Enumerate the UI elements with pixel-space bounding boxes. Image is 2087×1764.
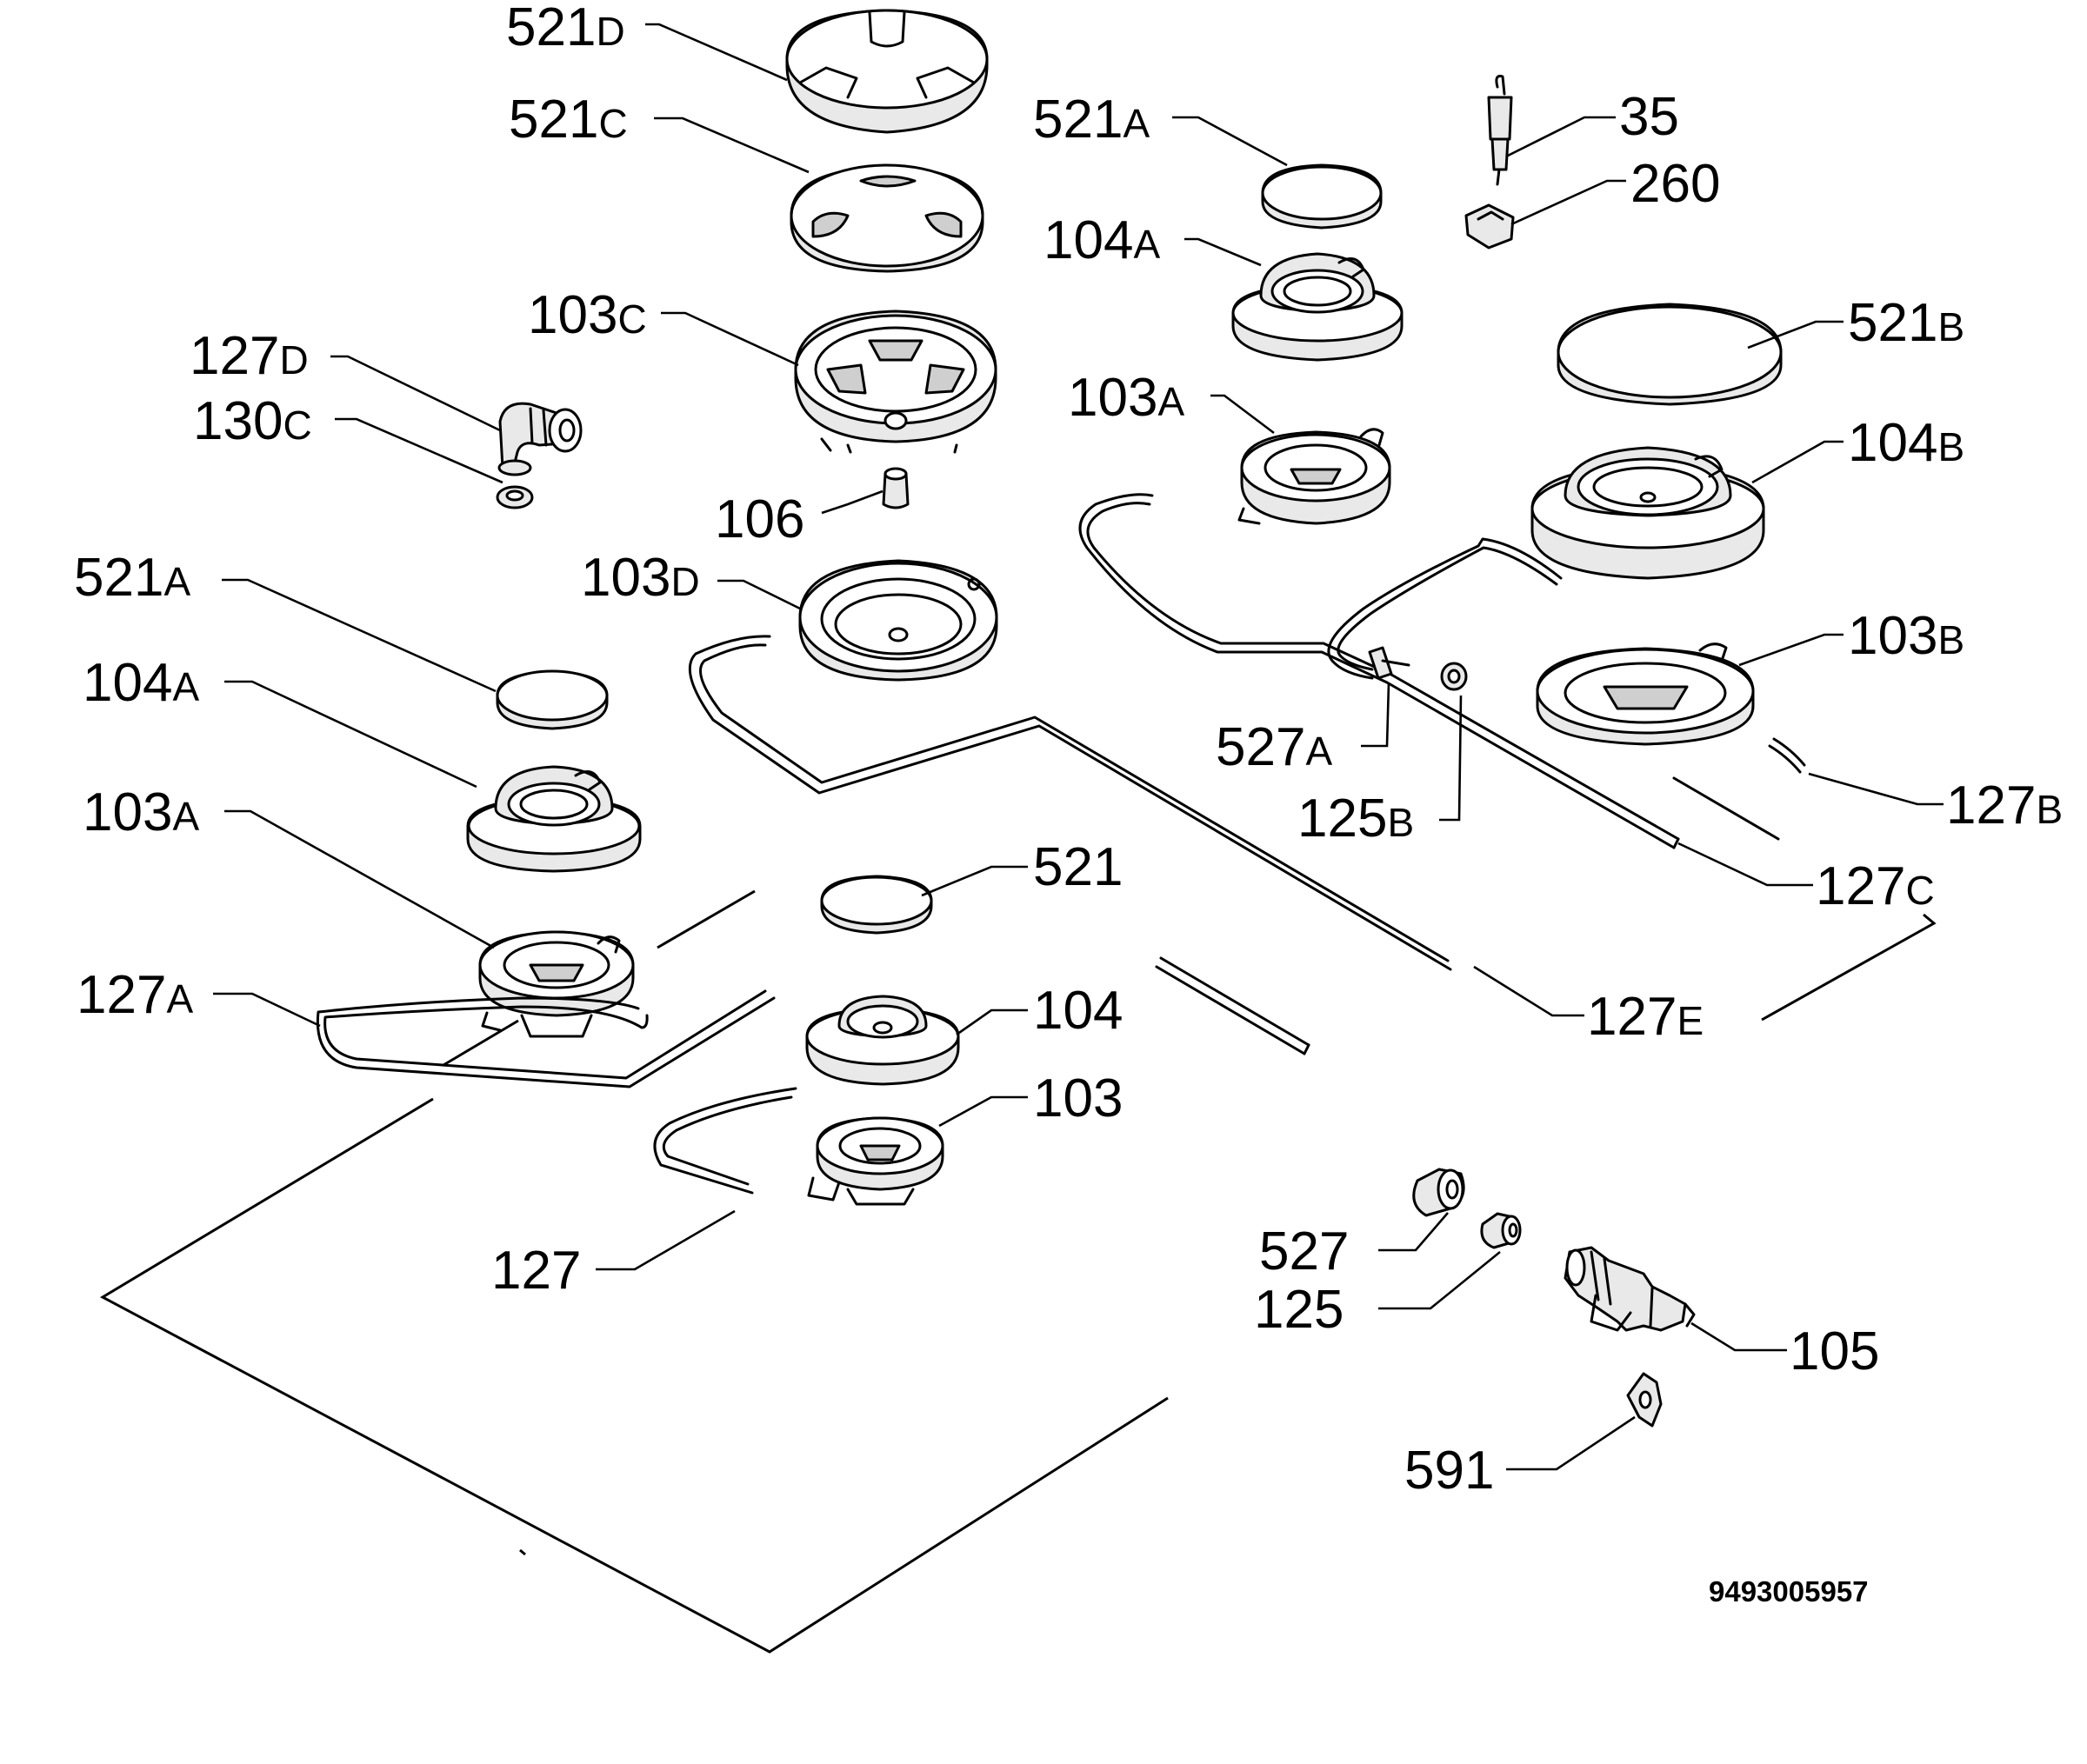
gas-tube-127: [653, 1087, 797, 1195]
gas-tube-127c: [1078, 493, 1680, 849]
burner-cap-521d: [785, 9, 989, 134]
label-103d: 103D: [581, 548, 700, 608]
label-125b: 125B: [1297, 789, 1414, 849]
burner-cap-521a-right: [1261, 163, 1383, 230]
burner-base-103: [807, 1116, 944, 1206]
flame-spreader-521c: [790, 163, 984, 273]
burner-cap-521: [820, 875, 933, 935]
injector-125: [1480, 1212, 1522, 1249]
injector-125b: [1440, 662, 1468, 691]
label-103: 103: [1033, 1068, 1123, 1128]
label-127a: 127A: [77, 965, 193, 1025]
label-527: 527: [1259, 1221, 1349, 1281]
label-104a-left: 104A: [83, 653, 199, 713]
label-104: 104: [1033, 981, 1123, 1041]
nut-527: [1412, 1168, 1465, 1217]
label-127: 127: [491, 1241, 581, 1301]
burner-base-103d: [798, 559, 998, 682]
injector-106: [882, 467, 910, 509]
burner-head-103c: [794, 310, 997, 454]
label-35: 35: [1619, 87, 1679, 147]
hob-frame-outline: [99, 889, 1937, 1654]
electrode-clip-260: [1464, 203, 1515, 250]
drawing-code: 9493005957: [1709, 1575, 1869, 1608]
label-130c: 130C: [193, 391, 312, 451]
burner-base-103a-right: [1237, 428, 1391, 525]
label-104a-right: 104A: [1044, 210, 1160, 270]
label-127e: 127E: [1587, 987, 1704, 1047]
label-127b: 127B: [1946, 775, 2063, 835]
elbow-fitting-127d: [498, 402, 583, 471]
label-103c: 103C: [528, 285, 647, 345]
label-521c: 521C: [509, 90, 628, 150]
label-591: 591: [1404, 1441, 1494, 1501]
burner-base-103b: [1536, 642, 1755, 746]
leader-lines: [213, 23, 1944, 1471]
gas-valve-105: [1564, 1246, 1696, 1332]
label-105: 105: [1790, 1321, 1879, 1381]
burner-cap-521b: [1557, 303, 1783, 406]
flame-spreader-104: [805, 995, 960, 1086]
label-521a-right: 521A: [1033, 90, 1150, 150]
label-103a-right: 103A: [1068, 368, 1184, 428]
label-521d: 521D: [506, 0, 625, 57]
label-127c: 127C: [1816, 856, 1935, 916]
label-104b: 104B: [1848, 413, 1964, 473]
label-521a-left: 521A: [74, 548, 190, 608]
gas-tube-127a: [316, 989, 776, 1088]
gas-tube-127e-end: [1155, 956, 1310, 1055]
flame-spreader-104a-left: [466, 765, 642, 873]
label-527a: 527A: [1216, 717, 1332, 777]
gas-tube-127b: [1327, 537, 1806, 841]
label-125: 125: [1254, 1280, 1344, 1340]
label-103a-left: 103A: [83, 782, 199, 842]
label-103b: 103B: [1848, 606, 1964, 666]
seal-washer-130c: [496, 459, 534, 509]
flame-spreader-104b: [1530, 446, 1765, 580]
part-labels: 521D 521C 103C 127D 130C 106 521A 103D 1…: [74, 0, 2063, 1501]
clip-591: [1626, 1372, 1663, 1428]
gas-tube-127e: [688, 635, 1452, 971]
nut-527a: [1368, 646, 1410, 680]
label-127d: 127D: [190, 326, 309, 386]
burner-cap-521a-left: [496, 669, 609, 730]
label-260: 260: [1630, 154, 1720, 214]
spark-electrode-35: [1487, 75, 1513, 186]
label-521b: 521B: [1848, 293, 1964, 353]
label-521: 521: [1033, 837, 1123, 897]
flame-spreader-104a-right: [1231, 252, 1404, 362]
label-106: 106: [715, 489, 804, 549]
burner-base-103a-left: [478, 930, 635, 1038]
